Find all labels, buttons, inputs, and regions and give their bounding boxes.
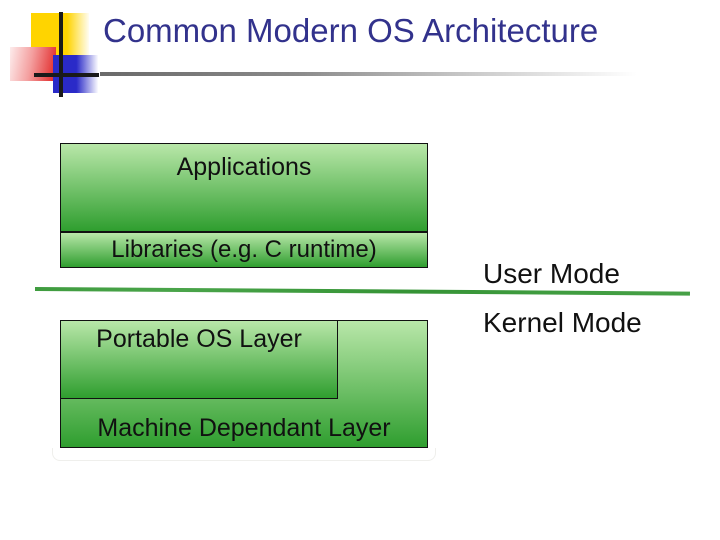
machine-dependant-label: Machine Dependant Layer — [97, 413, 391, 442]
applications-label: Applications — [176, 153, 312, 181]
kernel-mode-label: Kernel Mode — [483, 307, 642, 338]
user-mode-label: User Mode — [483, 258, 620, 289]
title-underline-rule — [100, 72, 665, 76]
corner-decoration — [0, 0, 120, 110]
libraries-label: Libraries (e.g. C runtime) — [111, 235, 377, 263]
slide-title: Common Modern OS Architecture — [103, 12, 599, 49]
decoration-horizontal-line — [34, 73, 99, 77]
diagram-box-portable-os: Portable OS Layer — [60, 320, 338, 399]
portable-os-label: Portable OS Layer — [96, 325, 302, 353]
decoration-vertical-line — [59, 12, 63, 97]
diagram-box-libraries: Libraries (e.g. C runtime) — [60, 232, 428, 268]
diagram-box-applications: Applications — [60, 143, 428, 232]
placeholder-outline-remnant — [52, 448, 436, 461]
